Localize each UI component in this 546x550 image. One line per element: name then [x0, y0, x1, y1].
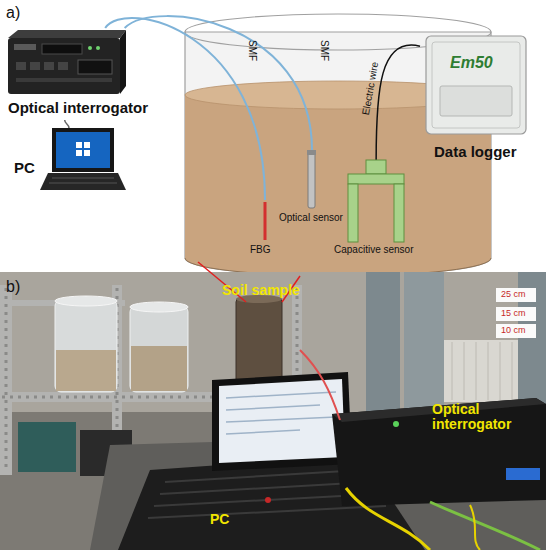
sample-cylinder — [130, 306, 188, 392]
cylinder-top — [55, 296, 117, 306]
sand-fill — [131, 346, 187, 391]
laptop-screen — [219, 379, 345, 463]
tape-label — [496, 324, 536, 338]
tape-label — [496, 307, 536, 321]
fiber-cable — [300, 350, 340, 420]
bucket — [18, 422, 76, 472]
device-brand: Em50 — [450, 54, 493, 72]
sample-cylinder — [55, 300, 117, 392]
device-label: PC — [14, 160, 35, 177]
data-logger: Em50Data logger — [420, 36, 544, 164]
electric-wire — [376, 45, 420, 160]
laptop-screen-frame — [212, 372, 352, 471]
optical-sensor: Optical sensor — [272, 150, 352, 226]
cylinder-top — [130, 302, 188, 312]
device-label: Optical interrogator — [8, 100, 148, 117]
trackpoint — [265, 497, 271, 503]
sensor-label: Optical sensor — [279, 212, 343, 223]
scale-mark: 15 cm — [501, 309, 526, 319]
fiber-label: SMF — [247, 40, 258, 61]
optical-fiber — [125, 16, 312, 150]
panel-letter: a) — [6, 4, 20, 22]
device-label: Data logger — [434, 144, 517, 161]
capacitive-sensor-drawing — [334, 160, 418, 242]
fbg-sensor-drawing — [248, 200, 282, 242]
photo-label: Optical interrogator — [432, 402, 532, 433]
usb-cable — [65, 120, 69, 128]
optical-sensor-drawing — [272, 150, 352, 210]
optical-interrogator-drawing — [8, 28, 128, 94]
sensor-label: Capacitive sensor — [334, 244, 413, 255]
photo-label: PC — [210, 512, 229, 527]
optical-interrogator: Optical interrogator — [8, 28, 170, 120]
interrogator-photo — [332, 398, 546, 506]
connector-block — [506, 468, 540, 480]
sensor-label: FBG — [250, 244, 271, 255]
radiator-ribs — [440, 342, 524, 400]
panel-letter: b) — [6, 278, 20, 296]
pc-laptop: PC — [10, 128, 128, 194]
data-logger-drawing — [420, 36, 532, 136]
screen-content — [226, 392, 336, 434]
fiber-cable — [346, 488, 430, 550]
fiber-label: SMF — [319, 40, 330, 61]
capacitive-sensor: Capacitive sensor — [334, 160, 420, 258]
scale-mark: 25 cm — [501, 290, 526, 300]
fiber-cable — [470, 505, 480, 550]
fiber-cable — [430, 502, 540, 550]
photo-background — [0, 272, 546, 550]
scale-mark: 10 cm — [501, 326, 526, 336]
fbg-sensor: FBG — [248, 200, 282, 258]
sand-fill — [56, 350, 116, 391]
pc-laptop-drawing — [40, 128, 126, 190]
photo-label: Soil sample — [222, 283, 300, 298]
status-light — [393, 421, 399, 427]
tape-label — [496, 288, 536, 302]
